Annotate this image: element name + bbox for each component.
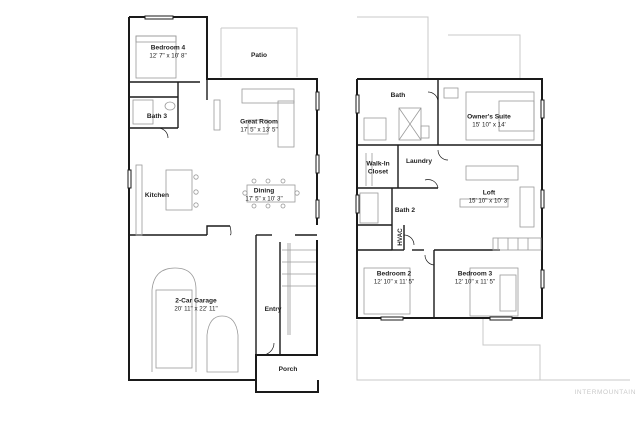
bedroom-2-label: Bedroom 2 12' 10" x 11' 5" — [374, 271, 414, 286]
laundry-label: Laundry — [406, 158, 432, 166]
bedroom-4-dimensions: 12' 7" x 10' 8" — [149, 52, 187, 60]
entry-label: Entry — [265, 306, 282, 314]
garage-dimensions: 20' 11" x 22' 11" — [174, 305, 218, 313]
great-room-label: Great Room 17' 5" x 13' 5" — [240, 119, 278, 134]
bath-name: Bath — [390, 92, 406, 100]
great-room-name: Great Room — [240, 118, 278, 126]
owners-suite-label: Owner's Suite 15' 10" x 14' — [467, 114, 511, 129]
loft-name: Loft — [482, 189, 496, 197]
owners-suite-name: Owner's Suite — [467, 113, 511, 121]
first-floor-plan — [127, 15, 320, 393]
bedroom-2-dimensions: 12' 10" x 11' 5" — [373, 278, 415, 286]
hvac-label: HVAC — [389, 228, 407, 245]
patio-name: Patio — [250, 52, 268, 60]
garage-name: 2-Car Garage — [175, 297, 217, 305]
first-floor-fixtures — [132, 35, 316, 373]
bath-2-name: Bath 2 — [394, 207, 416, 215]
owners-suite-dimensions: 15' 10" x 14' — [472, 121, 506, 129]
bath-3-name: Bath 3 — [146, 113, 168, 121]
first-floor-walls — [128, 16, 319, 393]
loft-dimensions: 15' 10" x 10' 3" — [468, 197, 510, 205]
dining-name: Dining — [253, 187, 275, 195]
bedroom-2-name: Bedroom 2 — [376, 270, 412, 278]
hvac-name: HVAC — [396, 228, 404, 246]
bedroom-3-dimensions: 12' 10" x 11' 5" — [454, 278, 496, 286]
dining-label: Dining 17' 5" x 10' 3" — [245, 188, 282, 203]
second-floor-plan — [355, 16, 630, 381]
bath-3-label: Bath 3 — [147, 113, 167, 121]
watermark-text: INTERMOUNTAIN — [574, 389, 636, 396]
walk-in-closet-name: Walk-In Closet — [366, 160, 390, 175]
loft-label: Loft 15' 10" x 10' 3" — [469, 190, 510, 205]
kitchen-label: Kitchen — [145, 192, 169, 200]
garage-label: 2-Car Garage 20' 11" x 22' 11" — [174, 298, 217, 313]
bath-label: Bath — [391, 92, 406, 100]
bath-2-label: Bath 2 — [395, 207, 415, 215]
great-room-dimensions: 17' 5" x 13' 5" — [240, 126, 278, 134]
bedroom-3-label: Bedroom 3 12' 10" x 11' 5" — [455, 271, 495, 286]
bedroom-4-name: Bedroom 4 — [150, 44, 186, 52]
patio-label: Patio — [251, 52, 267, 60]
porch-label: Porch — [279, 366, 298, 374]
bedroom-3-name: Bedroom 3 — [457, 270, 493, 278]
kitchen-name: Kitchen — [144, 192, 170, 200]
entry-name: Entry — [264, 306, 282, 314]
porch-name: Porch — [278, 366, 298, 374]
bedroom-4-label: Bedroom 4 12' 7" x 10' 8" — [149, 45, 186, 60]
second-floor-fixtures — [359, 87, 542, 317]
dining-dimensions: 17' 5" x 10' 3" — [245, 195, 283, 203]
walk-in-closet-label: Walk-In Closet — [362, 160, 394, 175]
laundry-name: Laundry — [405, 158, 433, 166]
